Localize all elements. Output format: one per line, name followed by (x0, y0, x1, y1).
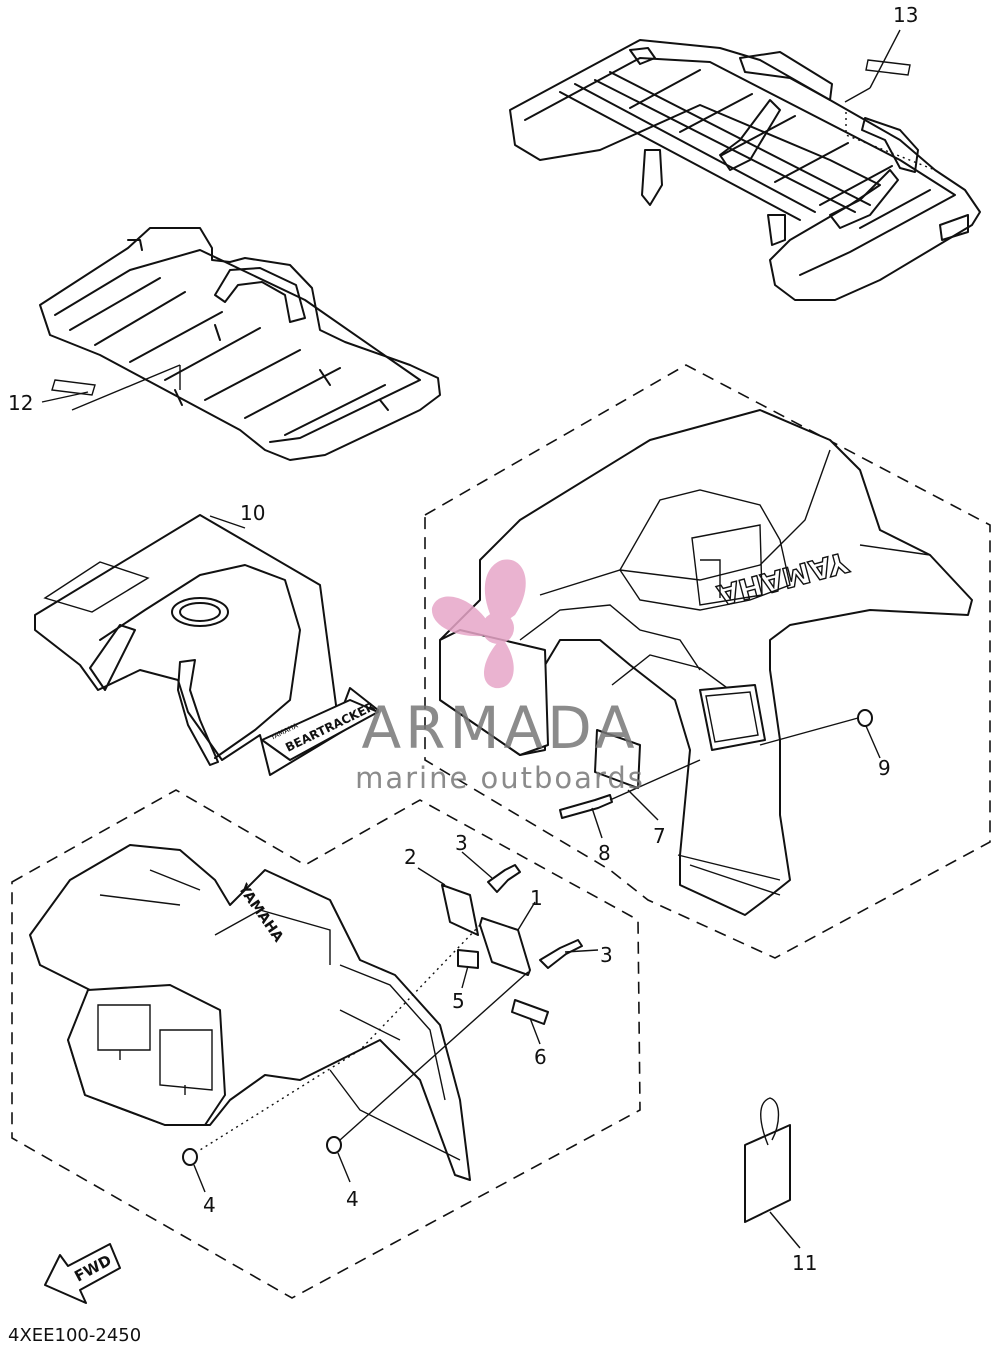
tag-6 (511, 999, 549, 1025)
callout-7: 7 (653, 824, 666, 848)
tag-5 (457, 949, 479, 969)
grommet-4a (182, 1148, 198, 1166)
rivet-8 (559, 794, 613, 819)
callout-5: 5 (452, 989, 465, 1013)
callout-1: 1 (530, 886, 543, 910)
fwd-arrow: FWD (44, 1243, 121, 1304)
callout-12-decal (51, 379, 96, 396)
watermark-tagline: marine outboards (355, 761, 645, 795)
callout-9: 9 (878, 756, 891, 780)
callout-3-lower: 3 (600, 943, 613, 967)
rivet-3a (487, 864, 521, 893)
plate-2 (441, 884, 479, 936)
drawing-code: 4XEE100-2450 (8, 1325, 141, 1346)
front-carrier (39, 227, 441, 461)
tag-11 (744, 1124, 791, 1223)
callout-12: 12 (8, 391, 33, 415)
grommet-4b (326, 1136, 342, 1154)
callout-10: 10 (240, 501, 265, 525)
rear-fender: YAMAHA (439, 409, 973, 916)
front-fender: YAMAHA (29, 844, 471, 1181)
rivet-3b (539, 939, 583, 969)
rear-fender-boundary (424, 364, 991, 959)
callout-8: 8 (598, 841, 611, 865)
callout-2: 2 (404, 845, 417, 869)
callout-3-upper: 3 (455, 831, 468, 855)
callout-6: 6 (534, 1045, 547, 1069)
callout-13-decal (865, 59, 911, 76)
armada-watermark: ARMADA marine outboards (355, 559, 645, 795)
callout-4-left: 4 (203, 1193, 216, 1217)
plate-1 (479, 917, 531, 976)
grommet-9 (857, 709, 873, 727)
callout-11: 11 (792, 1251, 817, 1275)
rear-carrier (509, 39, 981, 301)
front-decal-sheet: BEARTRACKER YAMAHA (34, 514, 379, 776)
callout-13: 13 (893, 3, 918, 27)
watermark-name: ARMADA (361, 694, 638, 762)
propeller-logo-icon (431, 559, 526, 689)
callout-4-right: 4 (346, 1187, 359, 1211)
